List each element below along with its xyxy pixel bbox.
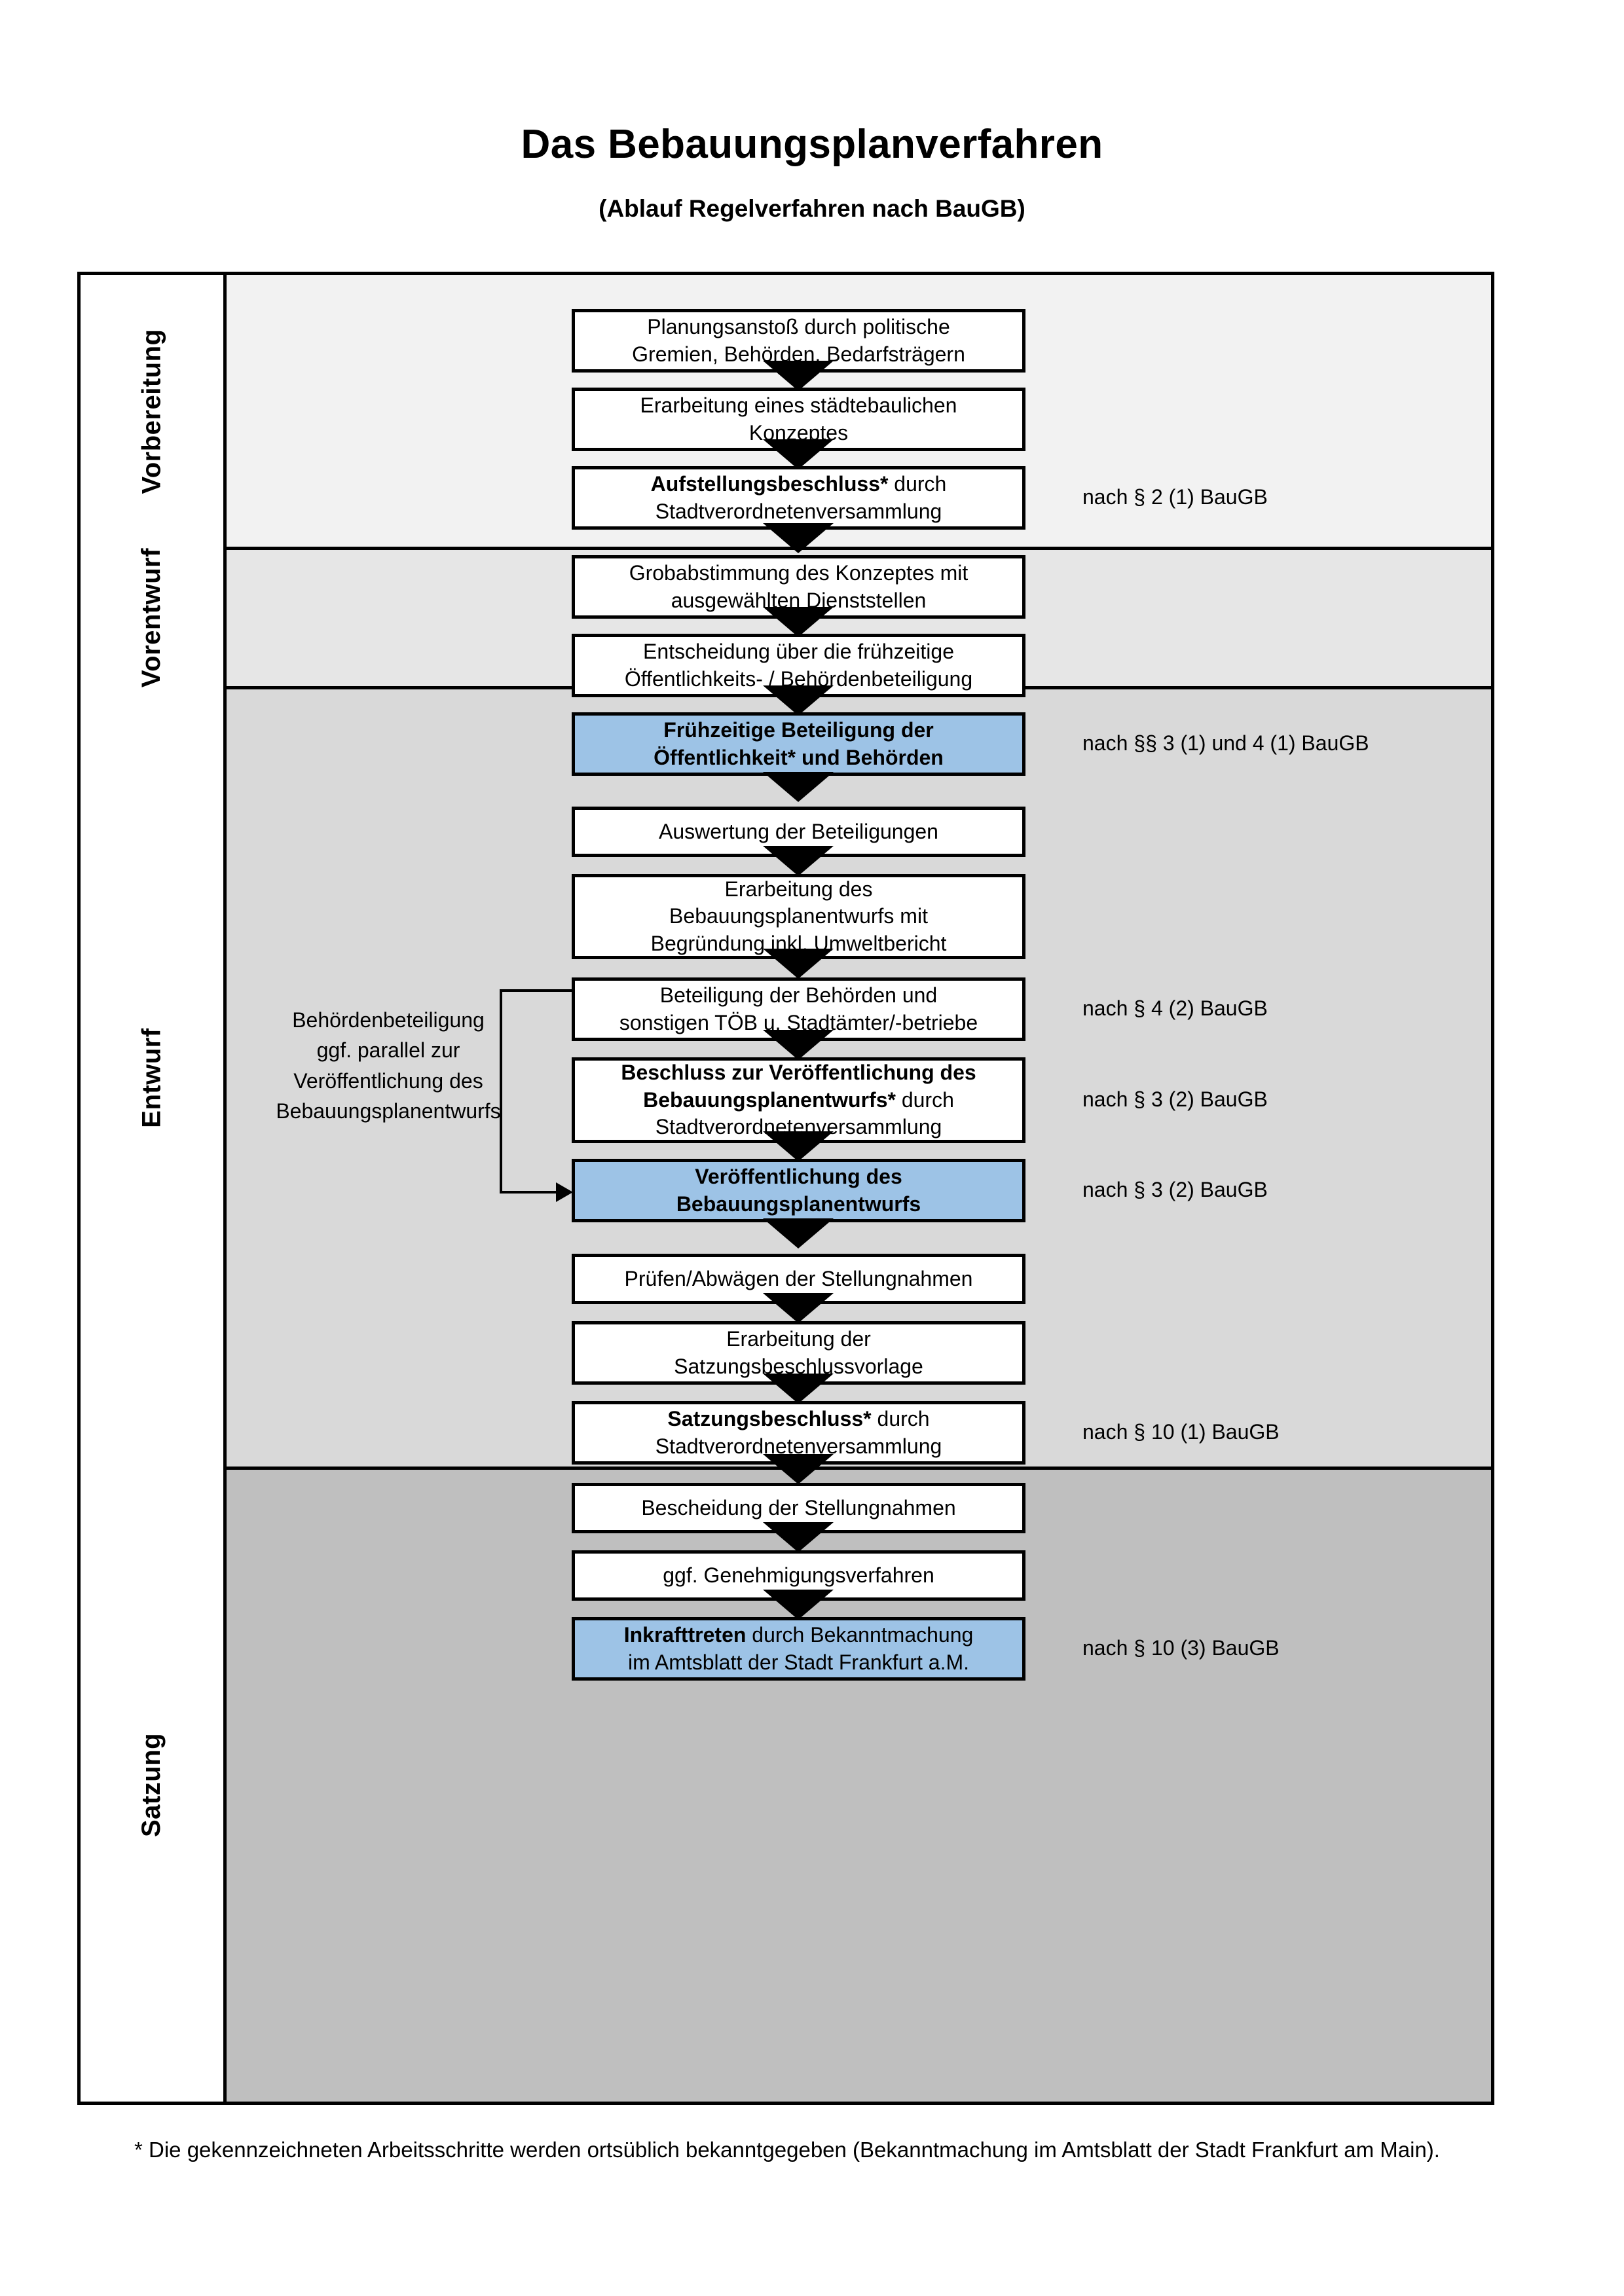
flow-step-label: Bescheidung der Stellungnahmen [641, 1495, 956, 1520]
phase-label-text: Vorentwurf [137, 547, 166, 688]
legal-ref-veroeffentlichung-bplan-entwurf: nach § 3 (2) BauGB [1082, 1177, 1268, 1201]
flow-arrow-down-icon [763, 1218, 834, 1248]
side-annotation-line: Behördenbeteiligung [292, 1008, 485, 1032]
flow-arrow-down-icon [763, 1293, 834, 1323]
phase-label-vorentwurf: Vorentwurf [81, 548, 223, 687]
flow-arrow-down-icon [763, 1131, 834, 1161]
legal-ref-aufstellungsbeschluss: nach § 2 (1) BauGB [1082, 484, 1268, 509]
flow-arrow-down-icon [763, 1373, 834, 1404]
bypass-connector-bottom [500, 1190, 557, 1194]
phase-label-text: Satzung [137, 1732, 166, 1837]
flow-arrow-down-icon [763, 1029, 834, 1060]
side-annotation-line: ggf. parallel zur [316, 1038, 460, 1063]
bypass-arrow-right-icon [556, 1182, 573, 1202]
bypass-connector-top [500, 989, 572, 992]
page-subtitle: (Ablauf Regelverfahren nach BauGB) [599, 195, 1025, 222]
flow-arrow-down-icon [763, 606, 834, 637]
flow-arrow-down-icon [763, 685, 834, 716]
phase-label-satzung: Satzung [81, 1468, 223, 2102]
title-block: Das Bebauungsplanverfahren (Ablauf Regel… [0, 121, 1624, 223]
phase-label-vorbereitung: Vorbereitung [81, 275, 223, 548]
phase-label-text: Vorbereitung [137, 329, 166, 494]
legal-ref-inkrafttreten: nach § 10 (3) BauGB [1082, 1635, 1280, 1660]
legal-ref-beteiligung-behoerden-toeb: nach § 4 (2) BauGB [1082, 996, 1268, 1020]
page-title: Das Bebauungsplanverfahren [521, 122, 1103, 167]
flow-step-pruefen-abwaegen[interactable]: Prüfen/Abwägen der Stellungnahmen [572, 1254, 1025, 1304]
flow-arrow-down-icon [763, 1522, 834, 1552]
flow-step-label: Auswertung der Beteiligungen [659, 819, 938, 843]
flow-arrow-down-icon [763, 1589, 834, 1620]
flow-arrow-down-icon [763, 522, 834, 553]
legal-ref-beschluss-veroeffentlichung: nach § 3 (2) BauGB [1082, 1087, 1268, 1111]
legal-ref-fruehzeitige-beteiligung: nach §§ 3 (1) und 4 (1) BauGB [1082, 731, 1369, 755]
flow-arrow-down-icon [763, 360, 834, 391]
side-annotation-line: Veröffentlichung des [293, 1068, 483, 1093]
legal-ref-satzungsbeschluss: nach § 10 (1) BauGB [1082, 1419, 1280, 1444]
bypass-connector-vertical [500, 989, 502, 1191]
flow-step-label: ggf. Genehmigungsverfahren [663, 1563, 934, 1587]
flow-arrow-down-icon [763, 771, 834, 802]
phase-label-entwurf: Entwurf [81, 687, 223, 1468]
flow-step-label: Prüfen/Abwägen der Stellungnahmen [624, 1266, 973, 1290]
phase-column-divider [223, 275, 227, 2102]
flow-arrow-down-icon [763, 949, 834, 979]
flow-arrow-down-icon [763, 1454, 834, 1484]
flow-step-genehmigungsverfahren[interactable]: ggf. Genehmigungsverfahren [572, 1550, 1025, 1601]
flow-arrow-down-icon [763, 846, 834, 876]
footnote: * Die gekennzeichneten Arbeitsschritte w… [134, 2138, 1440, 2162]
side-annotation-line: Bebauungsplanentwurfs [276, 1099, 501, 1123]
flow-arrow-down-icon [763, 439, 834, 469]
phase-label-text: Entwurf [137, 1027, 166, 1128]
